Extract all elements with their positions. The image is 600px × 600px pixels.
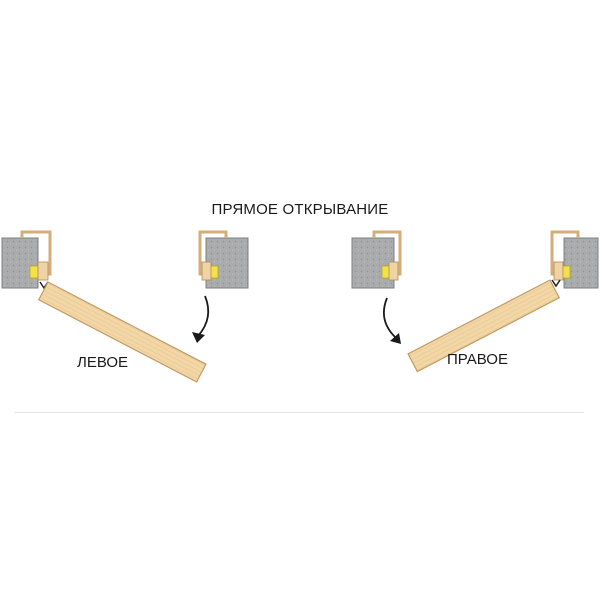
right-wall-block-b: [563, 237, 599, 289]
right-wall-block-a: [351, 237, 395, 289]
right-swing-arrowhead: [390, 333, 401, 344]
left-opening-label: ЛЕВОЕ: [77, 354, 129, 371]
right-scheme: [351, 230, 599, 373]
right-hinge-b: [551, 279, 561, 288]
left-swing-arrowhead: [192, 332, 205, 343]
right-swing-arrow: [383, 297, 396, 338]
left-wall-block-a: [1, 237, 39, 289]
right-door-leaf: [407, 279, 561, 373]
left-jamb-b: [201, 261, 212, 281]
left-jamb-a: [37, 261, 49, 281]
right-opening-label: ПРАВОЕ: [447, 351, 508, 368]
right-jamb-a: [388, 261, 399, 281]
left-seal-a: [29, 265, 39, 279]
left-scheme: [1, 230, 249, 383]
diagram-title: ПРЯМОЕ ОТКРЫВАНИЕ: [211, 201, 389, 218]
divider-line: [14, 412, 584, 413]
right-jamb-b: [553, 261, 564, 281]
left-wall-block-b: [205, 237, 249, 289]
left-door-leaf: [37, 281, 207, 383]
left-swing-arrow: [197, 295, 210, 337]
